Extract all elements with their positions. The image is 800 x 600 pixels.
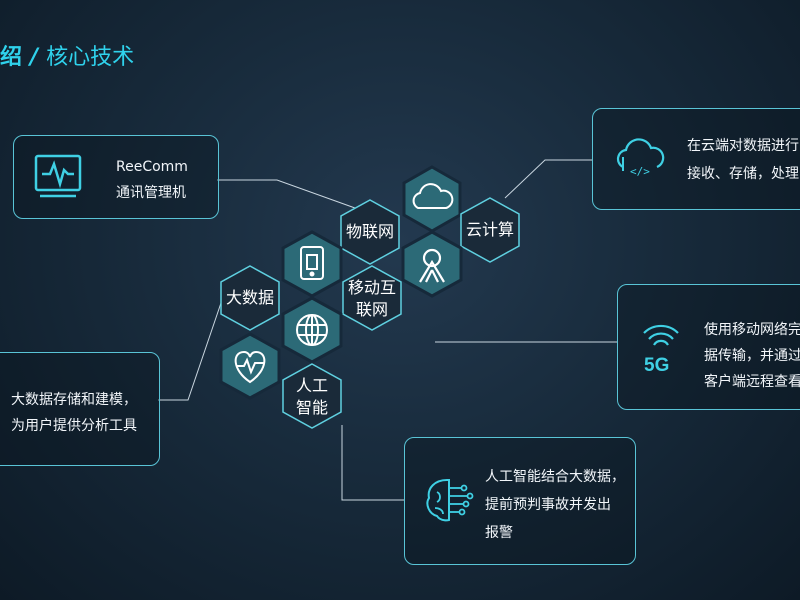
hex-iot: [340, 199, 400, 265]
card-cloud-line2: 接收、存储，处理: [687, 166, 799, 182]
globe-icon: [296, 314, 328, 346]
hex-phone: [281, 230, 343, 298]
5g-signal-icon: 5G: [643, 324, 679, 376]
connector-bigdata: [158, 299, 223, 401]
cloud-icon: [412, 183, 454, 209]
5g-label: 5G: [644, 355, 669, 376]
heart-pulse-icon: [234, 350, 266, 384]
card-ai: 人工智能结合大数据， 提前预判事故并发出 报警: [404, 437, 636, 565]
card-reecomm-line2: 通讯管理机: [116, 185, 186, 201]
hex-big-data: [220, 265, 280, 331]
card-mobile-line2: 据传输，并通过: [704, 348, 800, 364]
card-mobile-line3: 客户端远程查看: [704, 374, 800, 390]
hex-label-mobile-internet-2: 联网: [355, 300, 389, 319]
card-mobile-line1: 使用移动网络完: [704, 322, 800, 338]
card-cloud-line1: 在云端对数据进行: [687, 138, 799, 154]
monitor-waveform-icon: [34, 154, 82, 198]
brain-circuit-icon: [426, 479, 474, 522]
card-ai-line1: 人工智能结合大数据，: [485, 469, 625, 485]
title-separator: /: [30, 45, 39, 70]
page-title: 绍 / 核心技术: [0, 38, 134, 78]
card-cloud: </> 在云端对数据进行 接收、存储，处理: [592, 108, 800, 210]
title-part1: 绍: [0, 45, 23, 70]
hex-label-iot: 物联网: [345, 222, 395, 241]
card-bigdata: 大数据存储和建模， 为用户提供分析工具: [0, 352, 160, 466]
title-part2: 核心技术: [46, 45, 135, 70]
rocket-icon: [419, 248, 445, 283]
connector-ai: [341, 425, 404, 501]
card-ai-line2: 提前预判事故并发出: [485, 497, 611, 513]
hex-label-cloud-computing: 云计算: [465, 220, 515, 239]
card-bigdata-line2: 为用户提供分析工具: [11, 418, 137, 434]
connector-lines: [158, 159, 617, 501]
phone-chip-icon: [300, 246, 324, 280]
card-ai-line3: 报警: [485, 525, 513, 541]
card-bigdata-line1: 大数据存储和建模，: [11, 392, 137, 408]
hex-ai: [282, 363, 342, 429]
connector-cloud: [504, 159, 592, 199]
hex-label-ai-1: 人工: [295, 376, 329, 395]
connector-reecomm: [217, 179, 356, 209]
card-reecomm-line1: ReeComm: [116, 159, 188, 175]
hex-label-ai-2: 智能: [295, 398, 329, 417]
svg-text:</>: </>: [630, 165, 650, 178]
card-mobile: 5G 使用移动网络完 据传输，并通过 客户端远程查看: [617, 284, 800, 410]
hex-label-mobile-internet-1: 移动互: [347, 278, 397, 297]
card-reecomm: ReeComm 通讯管理机: [13, 135, 219, 219]
hex-label-big-data: 大数据: [225, 288, 275, 307]
hex-cloud-computing: [460, 197, 520, 263]
hex-mobile-internet: [342, 265, 402, 331]
cloud-code-icon: </>: [616, 138, 665, 178]
